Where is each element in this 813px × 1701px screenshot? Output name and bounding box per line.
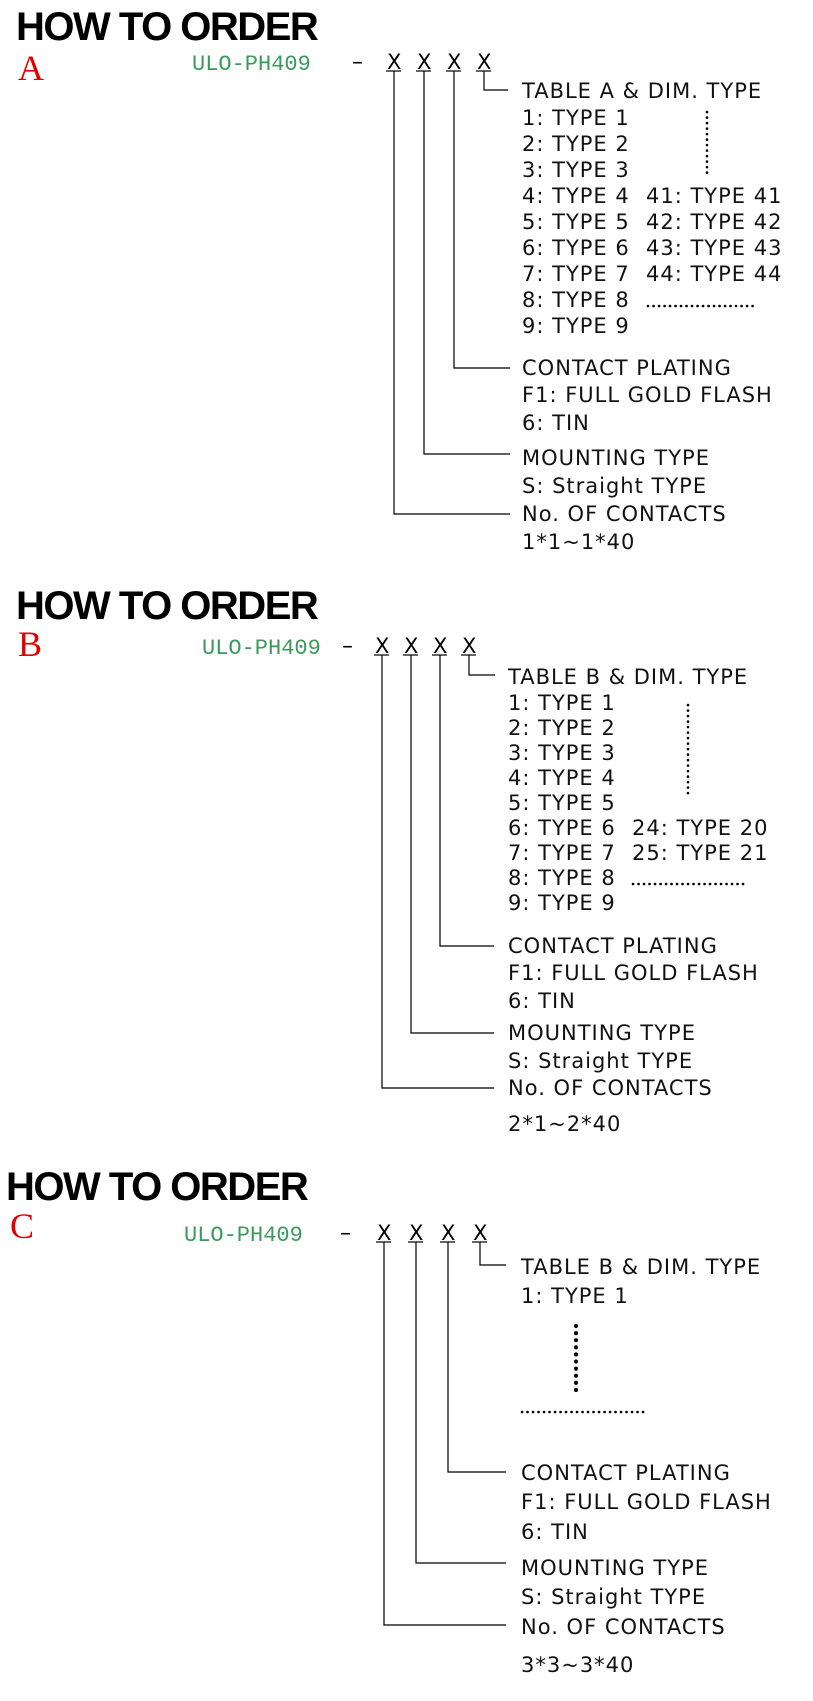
section-b-plating-option: F1: FULL GOLD FLASH [508,961,759,985]
section-a-table-title: TABLE A & DIM. TYPE [521,79,762,103]
section-a-leader-mounting [423,71,510,455]
section-b-letter: B [18,624,42,664]
section-b: HOW TO ORDER B ULO-PH409 – X X X X TABLE… [16,584,768,1136]
section-c: HOW TO ORDER C ULO-PH409 – X X X X TABLE… [6,1165,772,1677]
section-c-plating-title: CONTACT PLATING [521,1461,731,1485]
section-b-code-x-mounting: X [404,634,418,658]
section-b-mounting-option: S: Straight TYPE [508,1049,693,1073]
section-b-contacts-range: 2*1~2*40 [508,1112,621,1136]
section-a-part-number: ULO-PH409 [192,52,311,77]
section-a-type-item: 2: TYPE 2 [522,132,630,156]
section-b-plating-option: 6: TIN [508,989,576,1013]
section-c-separator: – [340,1221,351,1246]
section-b-type-item: 8: TYPE 8 [508,866,616,890]
section-b-type-item: 1: TYPE 1 [508,691,616,715]
section-a-plating-title: CONTACT PLATING [522,356,732,380]
section-a-mounting-title: MOUNTING TYPE [522,446,710,470]
section-a-leader-plating [453,71,510,369]
section-a-code-x-mounting: X [417,50,431,74]
section-b-contacts-title: No. OF CONTACTS [508,1076,713,1100]
section-a-heading: HOW TO ORDER [16,5,319,49]
section-c-type-item: 1: TYPE 1 [521,1284,629,1308]
section-a-separator: – [352,50,363,75]
section-a-type-item: 3: TYPE 3 [522,158,630,182]
section-c-plating-option: 6: TIN [521,1520,589,1544]
section-a-type-item: 7: TYPE 7 [522,262,630,286]
section-c-leader-contacts [383,1242,506,1626]
section-b-code-x-plating: X [433,634,447,658]
section-b-type-item: 7: TYPE 7 [508,841,616,865]
section-a-type-item: 8: TYPE 8 [522,288,630,312]
section-c-leader-mounting [415,1242,506,1564]
section-a-type-item: 1: TYPE 1 [522,106,630,130]
section-b-leader-contacts [381,655,494,1089]
section-a-type-item-right: 43: TYPE 43 [646,236,782,260]
section-b-type-item: 2: TYPE 2 [508,716,616,740]
section-a: HOW TO ORDER A ULO-PH409 – X X X X TABLE… [16,5,782,554]
section-a-mounting-option: S: Straight TYPE [522,474,707,498]
section-b-heading: HOW TO ORDER [16,584,319,628]
section-a-contacts-title: No. OF CONTACTS [522,502,727,526]
section-c-letter: C [10,1206,34,1246]
section-a-plating-option: F1: FULL GOLD FLASH [522,383,773,407]
section-a-type-item: 6: TYPE 6 [522,236,630,260]
section-b-type-item: 5: TYPE 5 [508,791,616,815]
section-c-heading: HOW TO ORDER [6,1165,309,1209]
section-b-type-item-right: 24: TYPE 20 [632,816,768,840]
section-b-plating-title: CONTACT PLATING [508,934,718,958]
section-a-leader-contacts [393,71,510,515]
section-c-code-x-type: X [473,1221,487,1245]
section-c-mounting-option: S: Straight TYPE [521,1585,706,1609]
section-c-contacts-range: 3*3~3*40 [521,1653,634,1677]
section-c-part-number: ULO-PH409 [184,1223,303,1248]
section-a-code-x-type: X [477,50,491,74]
section-b-code-x-contacts: X [375,634,389,658]
section-b-leader-plating [439,655,494,947]
section-c-code-x-contacts: X [377,1221,391,1245]
section-b-type-item: 9: TYPE 9 [508,891,616,915]
section-c-mounting-title: MOUNTING TYPE [521,1556,709,1580]
section-c-table-title: TABLE B & DIM. TYPE [520,1255,761,1279]
section-a-code-x-contacts: X [387,50,401,74]
section-b-mounting-title: MOUNTING TYPE [508,1021,696,1045]
section-a-contacts-range: 1*1~1*40 [522,530,635,554]
section-b-leader-mounting [410,655,494,1034]
section-a-type-item: 9: TYPE 9 [522,314,630,338]
section-a-type-item-right: 42: TYPE 42 [646,210,782,234]
section-b-type-item-right: 25: TYPE 21 [632,841,768,865]
section-b-type-item: 4: TYPE 4 [508,766,616,790]
section-c-contacts-title: No. OF CONTACTS [521,1615,726,1639]
section-c-leader-plating [447,1242,506,1473]
section-b-type-item: 3: TYPE 3 [508,741,616,765]
section-a-code-x-plating: X [447,50,461,74]
section-a-leader-type [483,71,508,91]
section-b-separator: – [342,634,353,659]
section-c-leader-type [479,1242,506,1266]
section-a-type-item-right: 41: TYPE 41 [646,184,782,208]
section-a-type-item-right: 44: TYPE 44 [646,262,782,286]
section-b-table-title: TABLE B & DIM. TYPE [507,665,748,689]
section-c-code-x-plating: X [441,1221,455,1245]
section-b-part-number: ULO-PH409 [202,636,321,661]
section-a-plating-option: 6: TIN [522,411,590,435]
section-b-type-item: 6: TYPE 6 [508,816,616,840]
section-c-plating-option: F1: FULL GOLD FLASH [521,1490,772,1514]
section-a-letter: A [18,48,44,88]
section-a-type-item: 5: TYPE 5 [522,210,630,234]
section-a-type-item: 4: TYPE 4 [522,184,630,208]
section-b-leader-type [468,655,495,676]
section-b-code-x-type: X [462,634,476,658]
section-c-code-x-mounting: X [409,1221,423,1245]
